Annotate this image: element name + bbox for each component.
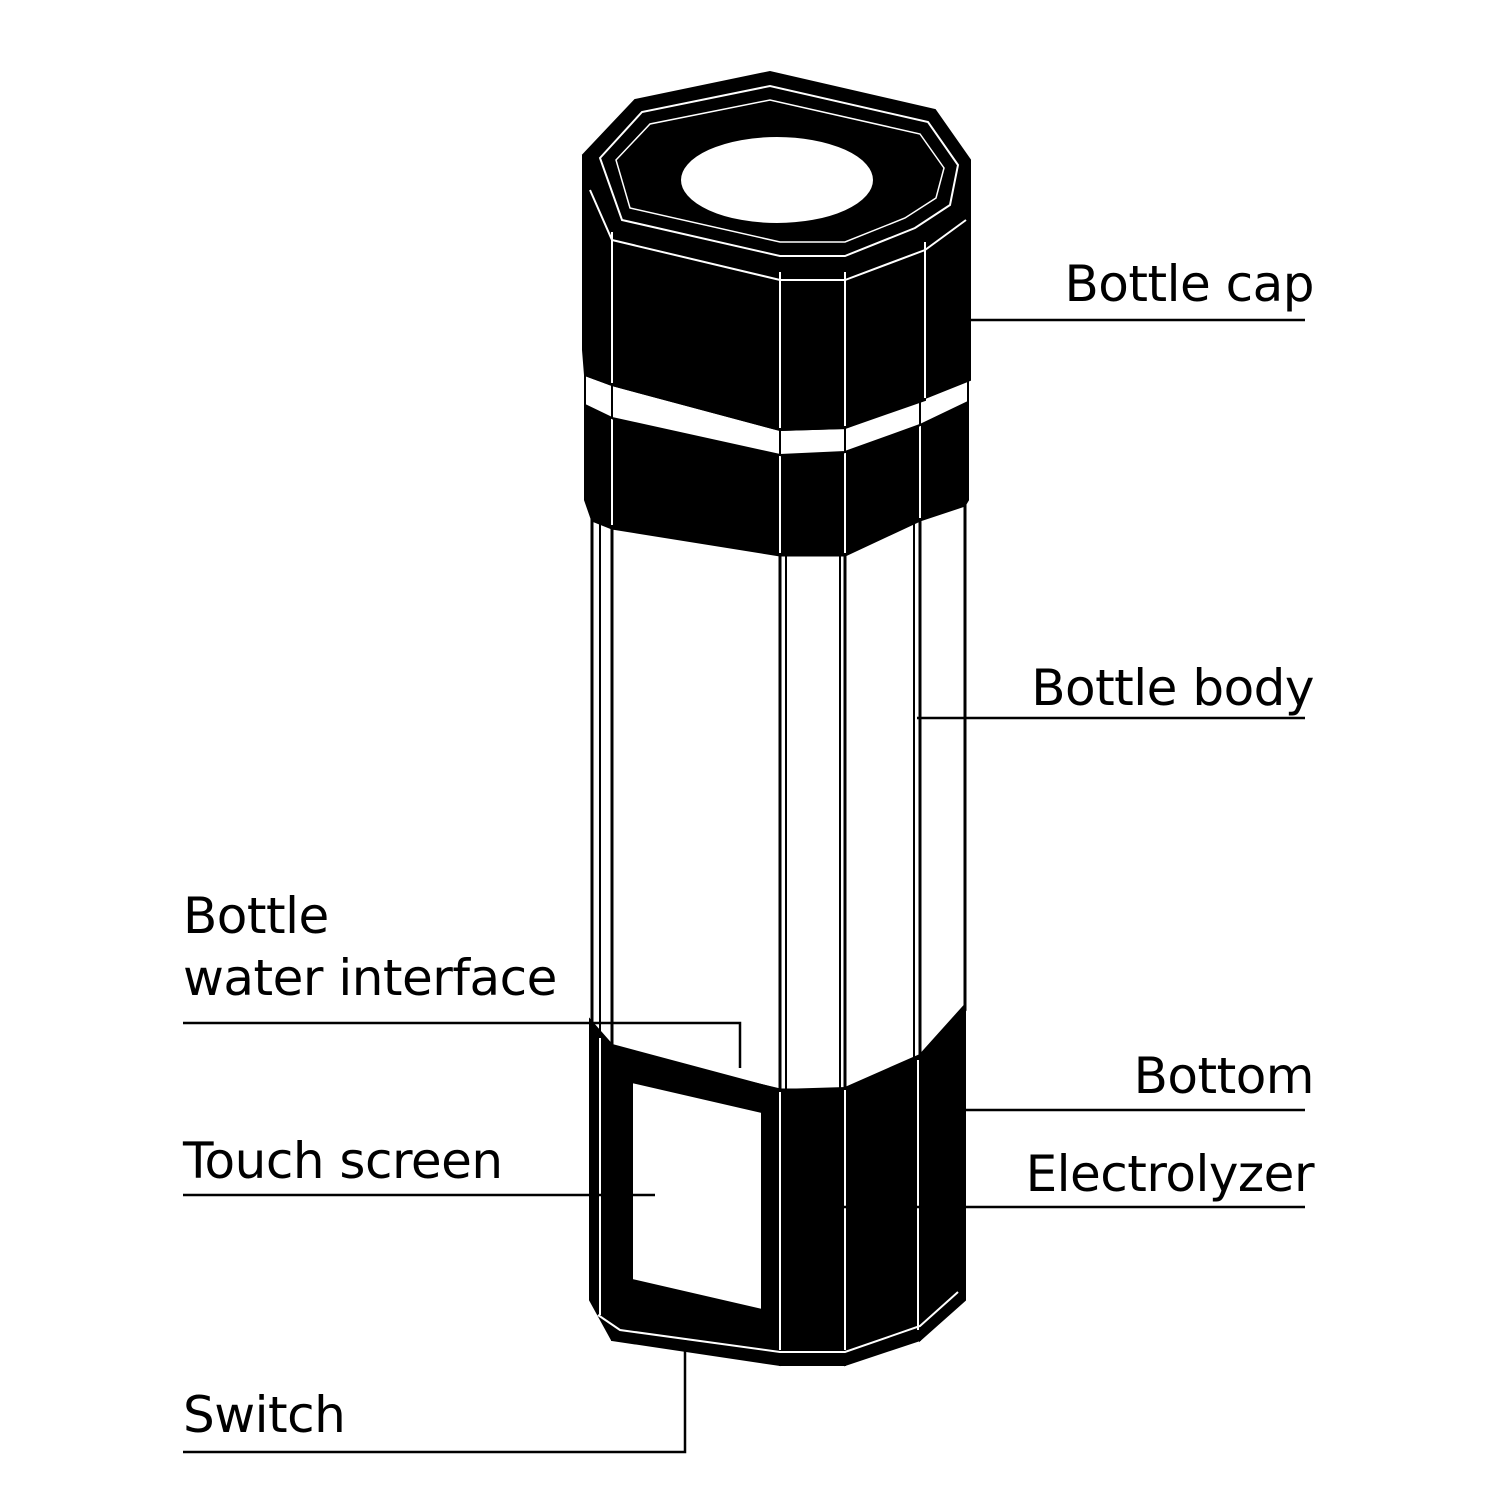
label-switch: Switch: [183, 1386, 346, 1444]
label-electrolyzer: Electrolyzer: [1025, 1145, 1315, 1203]
label-bottle-cap: Bottle cap: [1064, 255, 1314, 313]
leader-water-interface: [183, 1021, 742, 1068]
bottle-body-inner-lines: [599, 523, 915, 1090]
label-bottle-body: Bottle body: [1031, 659, 1314, 717]
bottle-body-shape: [590, 502, 967, 1093]
bottom-base-lines: [597, 1038, 959, 1353]
leader-switch: [183, 1340, 687, 1454]
label-bottle-water-interface-line1: Bottle: [183, 887, 329, 945]
cap-opening: [679, 135, 875, 225]
label-bottom: Bottom: [1133, 1047, 1315, 1105]
cap-upper-lines: [589, 189, 967, 428]
leader-lines: [183, 318, 1305, 1454]
label-touch-screen: Touch screen: [183, 1132, 503, 1190]
cap-top-inner-rim: [615, 99, 945, 243]
cap-white-stripe: [584, 373, 969, 457]
label-bottle-water-interface-line2: water interface: [183, 949, 557, 1007]
cap-top-rim: [598, 84, 960, 257]
cap-lower-band-lines: [611, 418, 921, 553]
touch-screen-window: [631, 1080, 763, 1312]
